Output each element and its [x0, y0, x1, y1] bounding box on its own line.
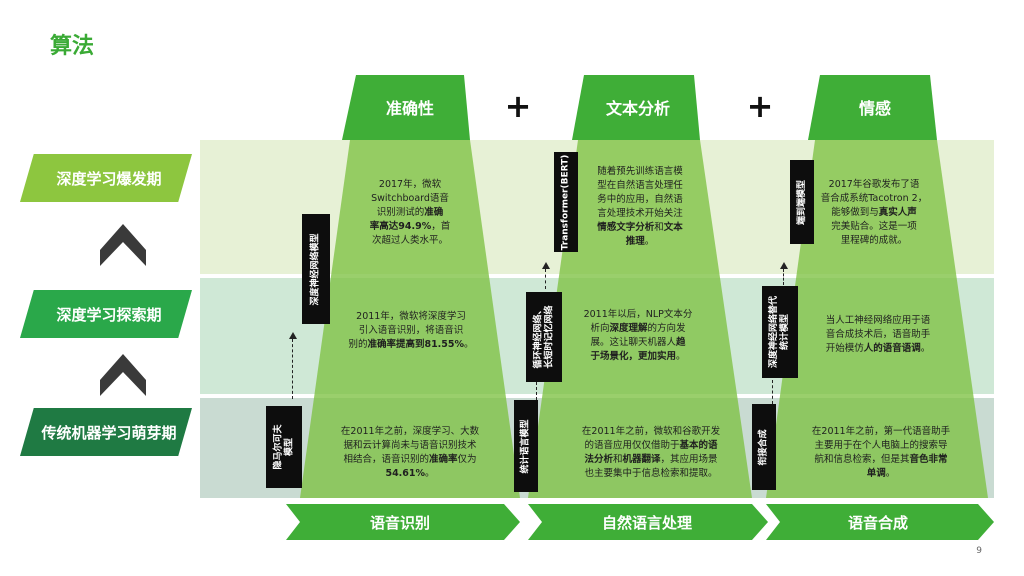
header-accuracy: 准确性	[385, 99, 434, 118]
header-shape-2	[572, 75, 700, 140]
cell-tts-sprouting: 在2011年之前，第一代语音助手 主要用于在个人电脑上的搜索导 航和信息检索，但…	[811, 426, 951, 479]
arrow-up-icon	[542, 262, 550, 269]
tag-transformer-bert: Transformer(BERT)	[554, 152, 578, 252]
cell-tts-explosion: 2017年谷歌发布了语 音合成系统Tacotron 2， 能够做到与真实人声 完…	[820, 179, 928, 246]
dashed-connector	[292, 339, 293, 399]
row-label-sprouting: 传统机器学习萌芽期	[20, 408, 192, 456]
dashed-connector	[783, 269, 784, 285]
tag-rnn-lstm: 循环神经网络、长短时记忆网络	[526, 292, 562, 382]
row-label-exploration: 深度学习探索期	[20, 290, 192, 338]
tag-hidden-markov: 隐马尔可夫模型	[266, 406, 302, 488]
tag-dnn-replace-statistical: 深度神经网络替代统计模型	[762, 286, 798, 378]
cell-speech-explosion: 2017年，微软 Switchboard语音 识别测试的准确 率高达94.9%，…	[369, 179, 451, 246]
cell-tts-exploration: 当人工神经网络应用于语 音合成技术后，语音助手 开始模仿人的语音语调。	[825, 315, 931, 354]
tag-end-to-end: 端到端模型	[790, 160, 814, 244]
cell-nlp-exploration: 2011年以后，NLP文本分 析向深度理解的方向发 展。这让聊天机器人趋 于场景…	[583, 309, 693, 362]
dashed-connector	[772, 380, 773, 404]
footer-arrow-1	[286, 504, 520, 540]
header-shape-1	[342, 75, 470, 140]
cell-nlp-sprouting: 在2011年之前，微软和谷歌开发 的语音应用仅仅借助于基本的语 法分析和机器翻译…	[581, 426, 721, 479]
header-text-analysis: 文本分析	[605, 99, 670, 118]
tag-statistical-language-model: 统计语言模型	[514, 400, 538, 492]
dashed-connector	[536, 382, 537, 400]
header-emotion: 情感	[858, 99, 891, 118]
footer-arrow-2	[528, 504, 768, 540]
tag-concatenative-synthesis: 衔接合成	[752, 404, 776, 490]
header-shape-3	[808, 75, 937, 140]
tag-deep-neural-network: 深度神经网络模型	[302, 214, 330, 324]
footer-speech-recognition: 语音识别	[369, 513, 430, 532]
chevron-up-icon	[100, 224, 146, 266]
row-label-explosion: 深度学习爆发期	[20, 154, 192, 202]
arrow-up-icon	[289, 332, 297, 339]
cell-speech-sprouting: 在2011年之前，深度学习、大数 据和云计算尚未与语音识别技术 相结合，语音识别…	[340, 426, 480, 479]
cell-speech-exploration: 2011年，微软将深度学习 引入语音识别，将语音识 别的准确率提高到81.55%…	[348, 311, 474, 350]
column-trapezoid-2	[528, 140, 752, 498]
column-trapezoid-3	[766, 140, 988, 498]
plus-icon-2: +	[746, 87, 774, 125]
arrow-up-icon	[780, 262, 788, 269]
column-trapezoid-1	[300, 140, 520, 498]
page-title: 算法	[50, 34, 95, 59]
plus-icon-1: +	[504, 87, 532, 125]
page-number: 9	[976, 546, 982, 556]
cell-nlp-explosion: 随着预先训练语言模 型在自然语言处理任 务中的应用，自然语 言处理技术开始关注 …	[597, 166, 683, 247]
footer-nlp: 自然语言处理	[601, 513, 692, 532]
chevron-up-icon	[100, 354, 146, 396]
footer-speech-synthesis: 语音合成	[847, 513, 908, 532]
footer-arrow-3	[766, 504, 994, 540]
dashed-connector	[545, 269, 546, 289]
